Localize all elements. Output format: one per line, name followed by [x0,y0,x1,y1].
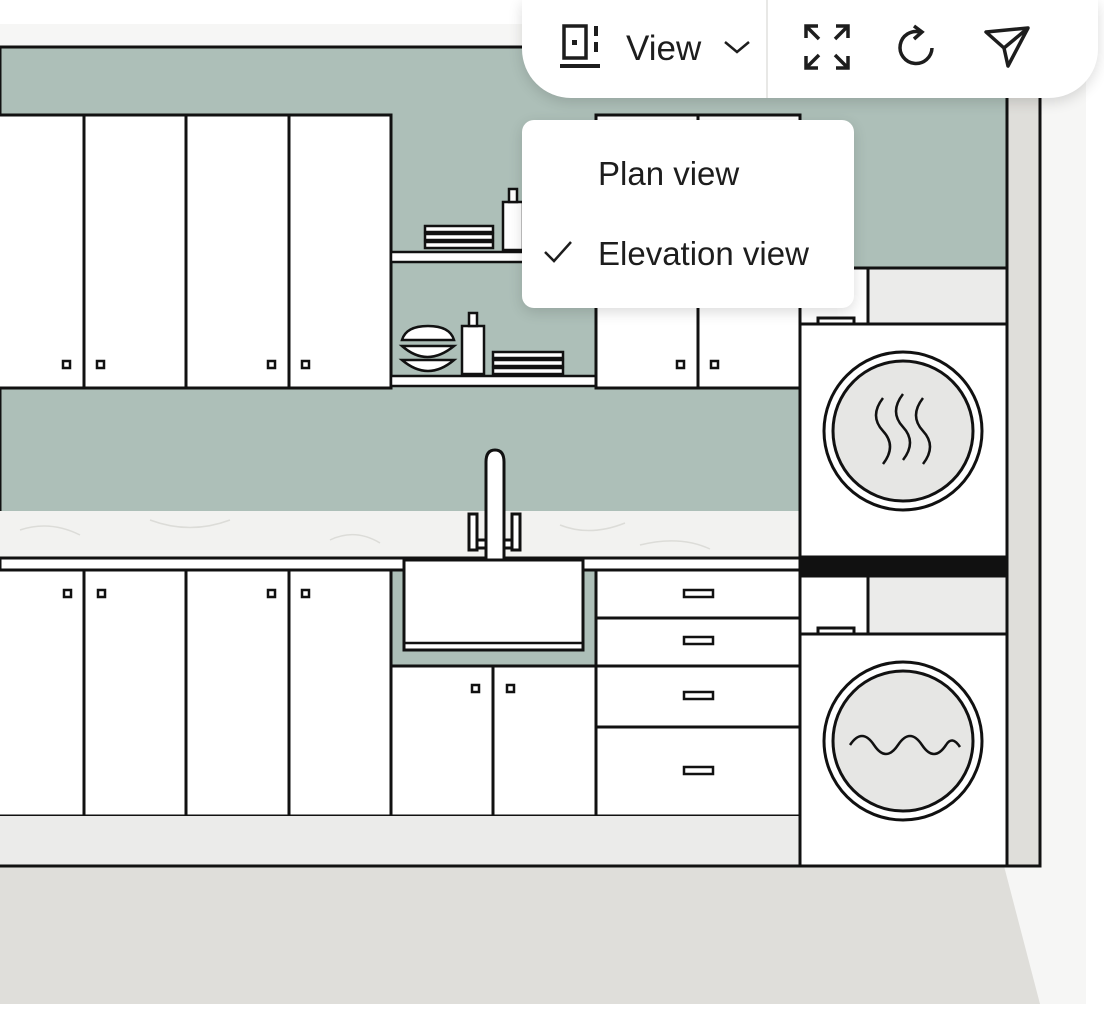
toe-kick [0,816,800,866]
rotate-clockwise-icon [892,22,942,77]
laundry-tower [798,266,1009,868]
view-label: View [626,29,702,68]
share-button[interactable] [976,18,1038,80]
view-dropdown-menu: Plan view Elevation view [522,120,854,308]
elevation-view-icon [558,22,604,77]
expand-arrows-icon [802,22,852,77]
faucet [467,448,522,562]
toolbar-divider [766,0,768,98]
view-toolbar: View [522,0,1098,98]
send-icon [982,22,1032,77]
upper-cabinet-handles [61,359,311,370]
side-wall [1005,45,1042,868]
farmhouse-sink [402,558,585,652]
checkmark-icon [542,238,574,271]
menu-item-label: Elevation view [598,235,809,272]
menu-item-elevation-view[interactable]: Elevation view [522,219,854,289]
sink-base-cabinet [389,664,598,818]
lower-cabinets-left [0,568,393,818]
floor [0,866,1040,1004]
fullscreen-button[interactable] [796,18,858,80]
view-dropdown-button[interactable]: View [522,0,766,98]
upper-cabinets-left [0,113,393,390]
menu-item-plan-view[interactable]: Plan view [522,139,854,209]
menu-item-label: Plan view [598,155,740,192]
reset-button[interactable] [886,18,948,80]
backsplash [0,511,800,558]
chevron-down-icon [723,38,751,61]
